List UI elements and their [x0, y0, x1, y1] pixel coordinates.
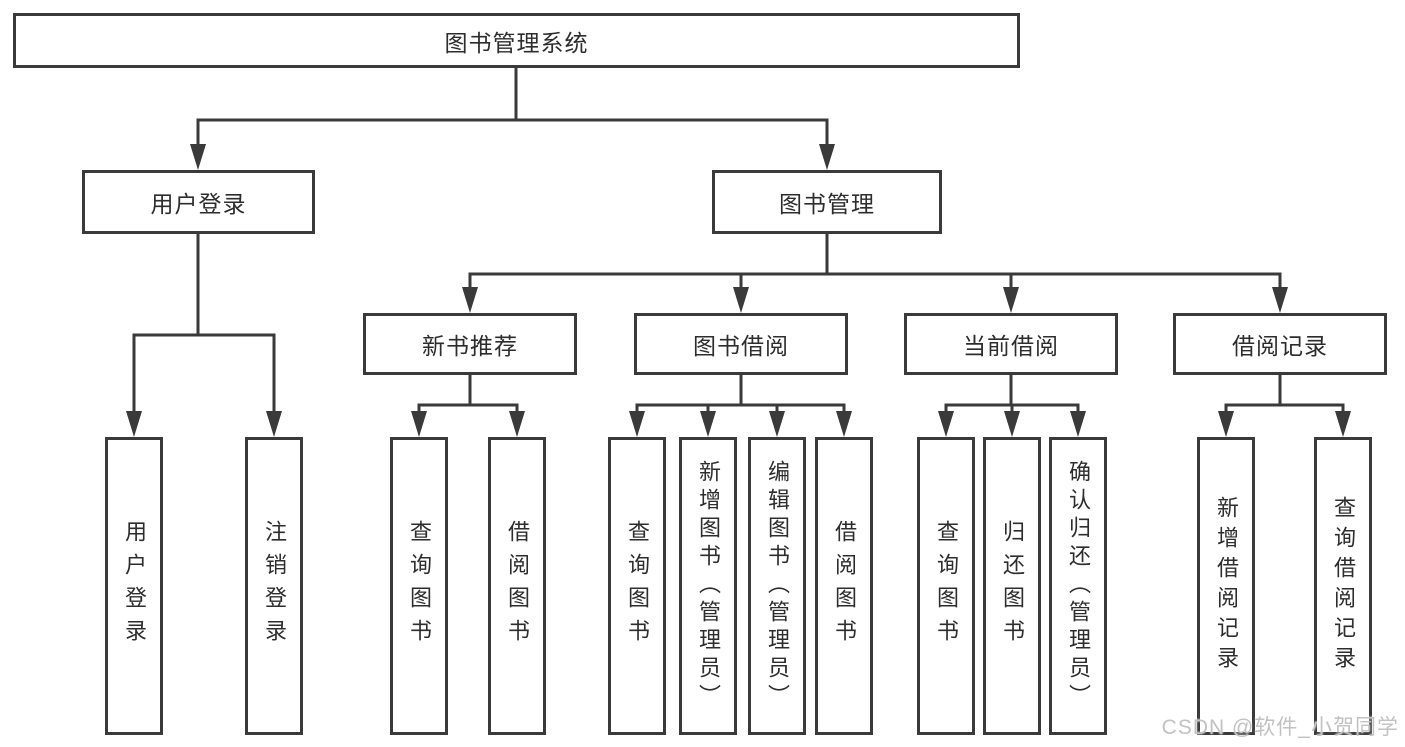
- node-user-login-leaf: 用户登录: [105, 437, 163, 735]
- arrowhead-down: [819, 144, 835, 170]
- arrowhead-down: [769, 411, 785, 437]
- arrowhead-down: [1218, 411, 1234, 437]
- node-borrow-books-borrowing: 借阅图书: [815, 437, 873, 735]
- csdn-watermark: CSDN @软件_小贺同学: [1161, 716, 1399, 739]
- arrowhead-down: [1335, 411, 1351, 437]
- arrowhead-down: [411, 411, 427, 437]
- node-logout: 注销登录: [245, 437, 303, 735]
- arrowhead-down: [629, 411, 645, 437]
- arrowhead-down: [1004, 411, 1020, 437]
- node-return-books: 归还图书: [983, 437, 1041, 735]
- arrowhead-down: [836, 411, 852, 437]
- arrowhead-down: [938, 411, 954, 437]
- arrowhead-down: [462, 287, 478, 313]
- node-current-borrowing: 当前借阅: [904, 313, 1118, 375]
- arrowhead-down: [733, 287, 749, 313]
- arrowhead-down: [266, 411, 282, 437]
- arrowhead-down: [1003, 287, 1019, 313]
- arrowhead-down: [1070, 411, 1086, 437]
- node-new-book-recommendation: 新书推荐: [363, 313, 577, 375]
- node-edit-books-admin: 编辑图书（管理员）: [748, 437, 806, 735]
- node-query-borrow-record: 查询借阅记录: [1314, 437, 1372, 735]
- node-query-books-newbook: 查询图书: [390, 437, 448, 735]
- node-confirm-return-admin: 确认归还（管理员）: [1049, 437, 1107, 735]
- node-add-borrow-record: 新增借阅记录: [1197, 437, 1255, 735]
- node-borrow-books-newbook: 借阅图书: [488, 437, 546, 735]
- node-borrowing-records: 借阅记录: [1173, 313, 1387, 375]
- arrowhead-down: [509, 411, 525, 437]
- arrowhead-down: [1272, 287, 1288, 313]
- node-query-books-borrowing: 查询图书: [608, 437, 666, 735]
- arrowhead-down: [126, 411, 142, 437]
- node-library-management-system: 图书管理系统: [13, 13, 1020, 68]
- arrowhead-down: [190, 144, 206, 170]
- arrowhead-down: [700, 411, 716, 437]
- node-query-books-current: 查询图书: [917, 437, 975, 735]
- node-user-login: 用户登录: [82, 170, 315, 234]
- node-add-books-admin: 新增图书（管理员）: [679, 437, 737, 735]
- node-book-borrowing: 图书借阅: [634, 313, 848, 375]
- node-book-management: 图书管理: [712, 170, 942, 234]
